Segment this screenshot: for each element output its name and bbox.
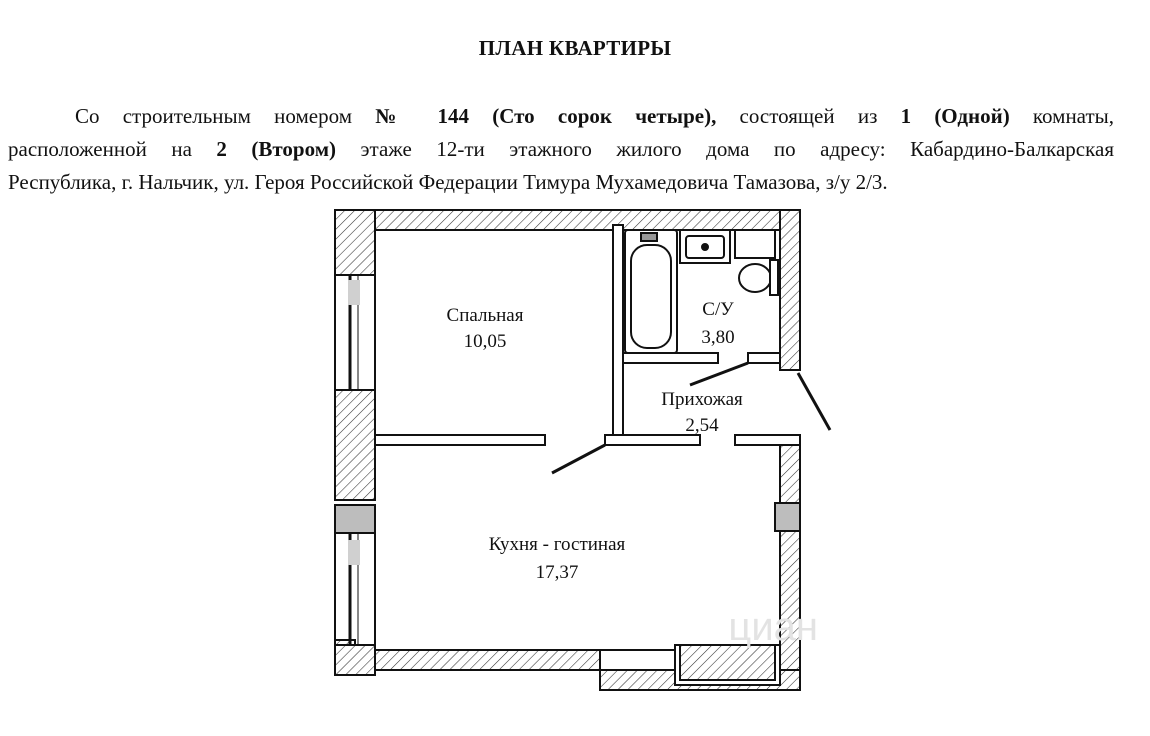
room-area: 3,80 xyxy=(701,327,734,348)
sink-icon xyxy=(679,229,731,264)
room-count: 1 (Одной) xyxy=(900,104,1010,128)
text-run: этаже 12-ти этажного жилого дома по адре… xyxy=(336,137,1114,161)
watermark-logo: циан xyxy=(728,605,818,649)
room-name: Спальная xyxy=(447,305,524,326)
left-wall xyxy=(334,209,376,676)
address-text: Республика, г. Нальчик, ул. Героя Россий… xyxy=(8,170,888,194)
text-run: состоящей из xyxy=(716,104,901,128)
kitchen-counter xyxy=(679,644,776,681)
description-paragraph: Со строительным номером № 144 (Сто сорок… xyxy=(8,100,1114,199)
room-name: С/У xyxy=(702,299,734,320)
room-name: Кухня - гостиная xyxy=(489,534,626,555)
room-labels: Спальная 10,05 С/У 3,80 Прихожая 2,54 Ку… xyxy=(447,299,743,583)
right-window xyxy=(774,502,801,532)
floor-plan: Спальная 10,05 С/У 3,80 Прихожая 2,54 Ку… xyxy=(334,209,832,691)
room-area: 2,54 xyxy=(685,415,719,436)
room-area: 10,05 xyxy=(464,331,507,352)
doors xyxy=(551,361,832,475)
paragraph-line-3: Республика, г. Нальчик, ул. Героя Россий… xyxy=(8,166,1114,199)
text-run: расположенной на xyxy=(8,137,217,161)
room-name: Прихожая xyxy=(661,389,743,410)
document-title: ПЛАН КВАРТИРЫ xyxy=(478,36,672,60)
text-run: Со строительным номером xyxy=(75,104,376,128)
room-area: 17,37 xyxy=(536,562,579,583)
bathtub-icon xyxy=(624,229,678,354)
floor-number: 2 (Втором) xyxy=(216,137,337,161)
text-run: комнаты, xyxy=(1009,104,1114,128)
apartment-number: № 144 (Сто сорок четыре), xyxy=(375,104,717,128)
paragraph-line-1: Со строительным номером № 144 (Сто сорок… xyxy=(8,100,1114,133)
paragraph-line-2: расположенной на 2 (Втором) этаже 12-ти … xyxy=(8,133,1114,166)
toilet-icon xyxy=(734,229,779,296)
